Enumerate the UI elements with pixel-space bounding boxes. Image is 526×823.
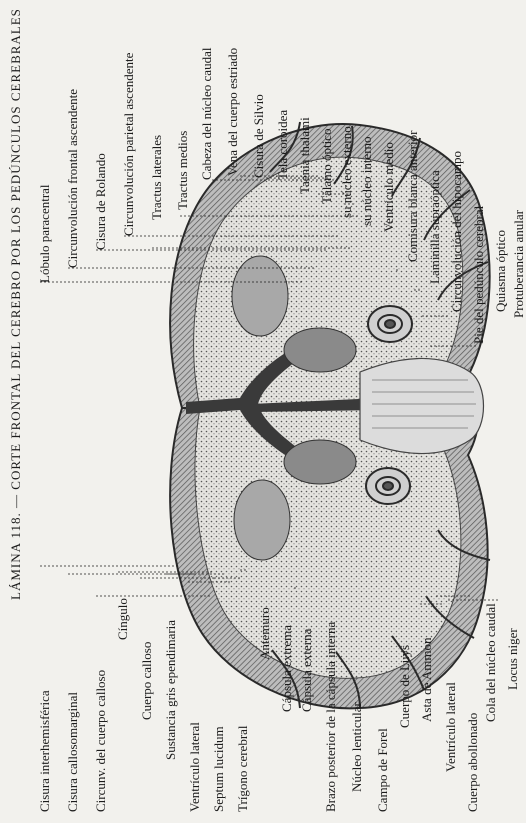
label-su-nucleo-interno: su núcleo interno	[360, 136, 373, 226]
label-cisura-de-silvio: Cisura de Silvio	[252, 94, 265, 178]
label-cuerpo-abollonado: Cuerpo abollonado	[466, 713, 479, 812]
label-antemuro: Antemuro	[258, 607, 271, 660]
label-lobulo-paracentral: Lóbulo paracentral	[38, 184, 51, 283]
label-circunv-cuerpo-calloso: Circunv. del cuerpo calloso	[94, 670, 107, 812]
label-ventriculo-medio: Ventrículo medio	[382, 142, 395, 232]
label-brazo-posterior-capsula-interna: Brazo posterior de la cápsula interna	[324, 622, 337, 812]
thalamus-upper	[284, 328, 356, 372]
label-su-nucleo-externo: su núcleo externo	[340, 126, 353, 218]
label-circunvolucion-hipocampo: Circunvolución del hipocampo	[450, 151, 463, 312]
label-asta-de-ammon: Asta de Ammon	[420, 638, 433, 723]
label-cingulo: Cíngulo	[116, 598, 129, 640]
label-cuerpo-de-luys: Cuerpo de Luys	[398, 645, 411, 728]
plate-title: LÁMINA 118. — CORTE FRONTAL DEL CEREBRO …	[8, 8, 24, 600]
thalamus-lower	[284, 440, 356, 484]
label-pie-pedunculo-cerebral: Pie del pedúnculo cerebral	[472, 206, 485, 344]
hippocampus-upper	[368, 306, 412, 342]
lenticular-lower	[234, 480, 290, 560]
label-locus-niger: Locus niger	[506, 628, 519, 690]
label-circunvolucion-frontal-ascendente: Circunvolución frontal ascendente	[66, 89, 79, 268]
label-cabeza-nucleo-caudal: Cabeza del núcleo caudal	[200, 48, 213, 180]
label-campo-de-forel: Campo de Forel	[376, 728, 389, 812]
label-quiasma-optico: Quiasma óptico	[494, 230, 507, 312]
label-laminilla-supraoptica: Laminilla supraóptica	[428, 170, 441, 284]
label-vena-cuerpo-estriado: Vena del cuerpo estriado	[226, 48, 239, 176]
label-circunvolucion-parietal-ascendente: Circunvolución parietal ascendente	[122, 53, 135, 236]
label-talamo-optico: Tálamo óptico	[320, 129, 333, 204]
label-cola-nucleo-caudal: Cola del núcleo caudal	[484, 603, 497, 722]
label-ventriculo-lateral-2: Ventrículo lateral	[444, 682, 457, 772]
label-cisura-de-rolando: Cisura de Rolando	[94, 153, 107, 250]
label-ventriculo-lateral-1: Ventrículo lateral	[188, 722, 201, 812]
label-capsula-extrema: Cápsula extrema	[280, 625, 293, 712]
label-septum-lucidum: Septum lucidum	[212, 726, 225, 812]
label-cuerpo-calloso: Cuerpo calloso	[140, 642, 153, 720]
label-taenia-thalami: Taenia thalami	[298, 117, 311, 194]
label-capsula-externa: Cápsula externa	[300, 629, 313, 712]
label-comisura-blanca-anterior: Comisura blanca anterior	[406, 131, 419, 262]
label-trigono-cerebral: Trígono cerebral	[236, 725, 249, 812]
hippocampus-lower	[366, 468, 410, 504]
label-cisura-callosomarginal: Cisura callosomarginal	[66, 692, 79, 812]
label-tela-coroidea: Tela coroidea	[276, 110, 289, 180]
label-cisura-interhemisferica: Cisura interhemisférica	[38, 690, 51, 812]
label-tractus-laterales: Tractus laterales	[150, 135, 163, 220]
label-tractus-medios: Tractus medios	[176, 131, 189, 210]
pons	[360, 358, 484, 453]
label-protuberancia-anular: Protuberancia anular	[512, 210, 525, 318]
label-nucleo-lenticular: Núcleo lenticular	[350, 702, 363, 792]
label-sustancia-gris-ependimaria: Sustancia gris ependimaria	[164, 620, 177, 760]
